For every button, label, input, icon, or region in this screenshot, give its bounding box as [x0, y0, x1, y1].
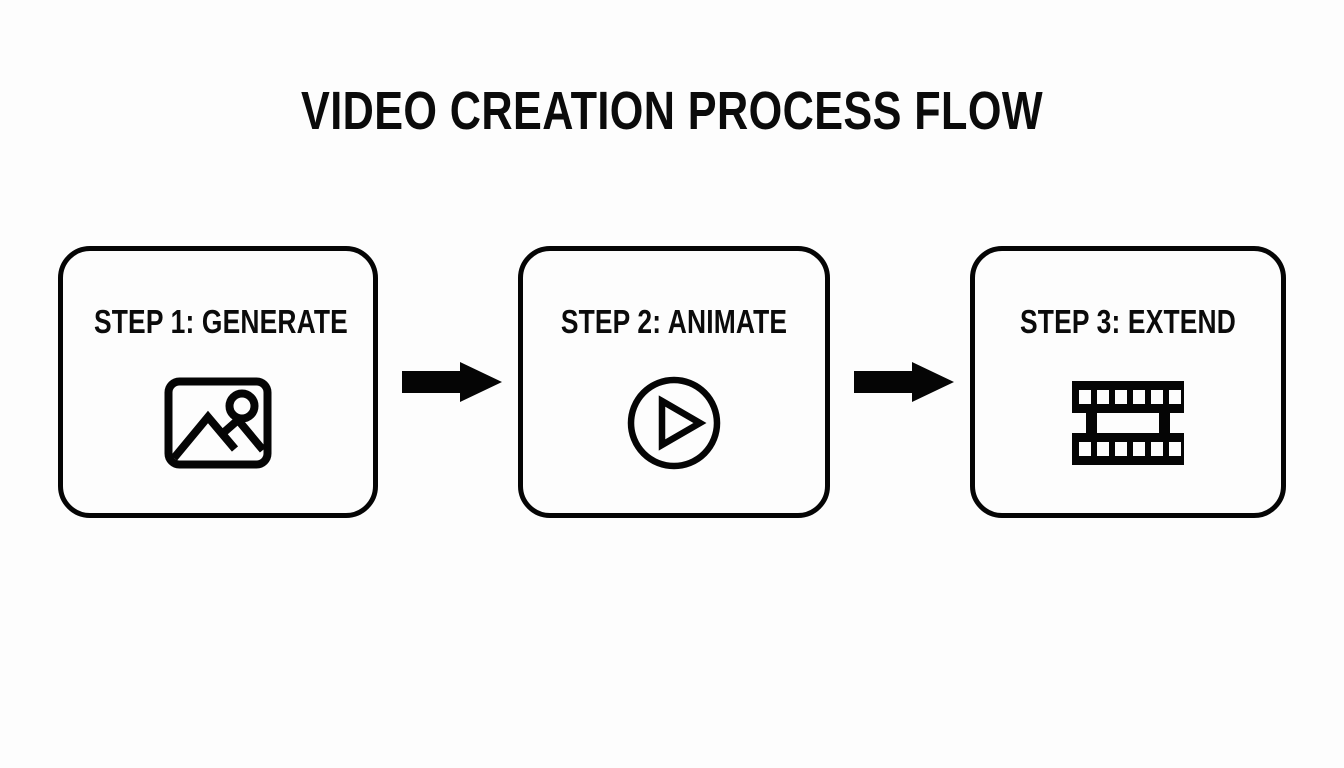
step-3-label: STEP 3: EXTEND — [1020, 303, 1236, 340]
step-3-icon-wrap — [975, 373, 1281, 473]
step-2-icon-wrap — [523, 373, 825, 473]
step-2-label: STEP 2: ANIMATE — [560, 303, 788, 340]
step-card-1[interactable]: STEP 1: GENERATE — [58, 246, 378, 518]
connector-arrow-1 — [402, 362, 502, 402]
step-card-3[interactable]: STEP 3: EXTEND — [970, 246, 1286, 518]
film-strip-icon — [1072, 381, 1184, 465]
step-card-2[interactable]: STEP 2: ANIMATE — [518, 246, 830, 518]
image-icon — [164, 377, 272, 469]
step-1-icon-wrap — [63, 373, 373, 473]
step-1-label: STEP 1: GENERATE — [94, 303, 348, 340]
play-circle-icon — [627, 376, 721, 470]
page-title: VIDEO CREATION PROCESS FLOW — [300, 81, 1044, 141]
process-flow-row: STEP 1: GENERATE STEP 2: ANIMATE — [58, 246, 1286, 518]
connector-arrow-2 — [854, 362, 954, 402]
arrow-right-icon — [854, 362, 954, 402]
arrow-right-icon — [402, 362, 502, 402]
